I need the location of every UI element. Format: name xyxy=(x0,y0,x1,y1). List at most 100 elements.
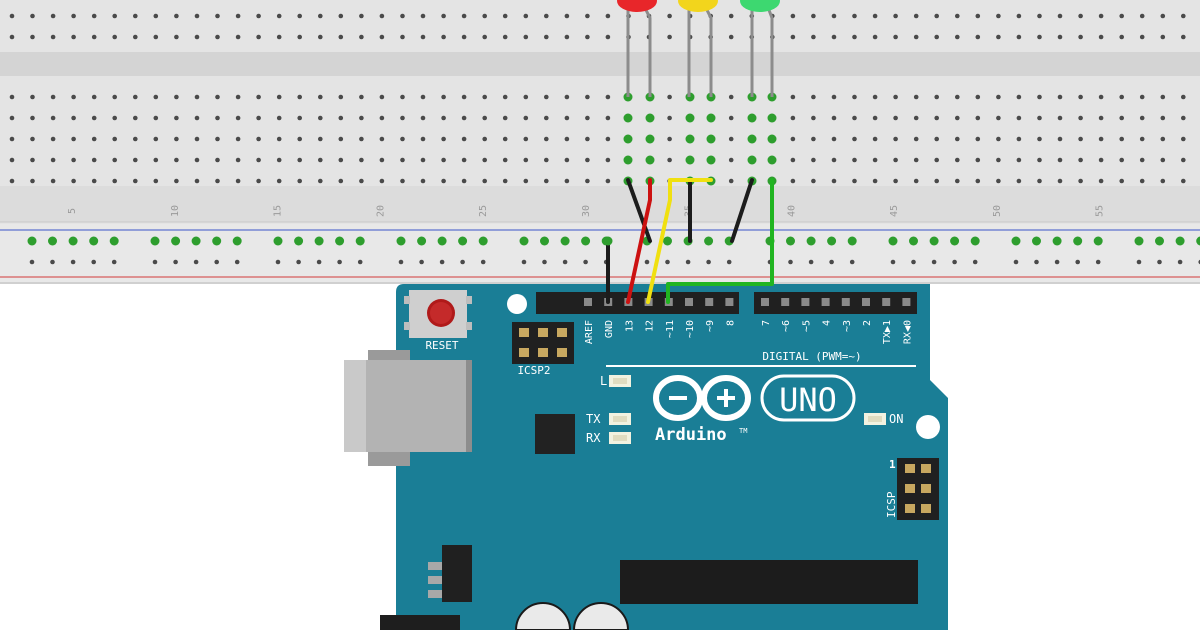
rail-hole-connected xyxy=(950,237,959,246)
breadboard-hole xyxy=(791,137,796,142)
rail-hole-connected xyxy=(479,237,488,246)
breadboard-hole xyxy=(318,179,323,184)
rail-hole xyxy=(194,260,199,265)
breadboard-hole xyxy=(1017,137,1022,142)
breadboard-hole xyxy=(30,35,35,40)
breadboard-hole xyxy=(832,35,837,40)
breadboard-hole xyxy=(256,179,261,184)
breadboard-hole xyxy=(400,35,405,40)
breadboard-hole xyxy=(482,95,487,100)
column-number-label: 25 xyxy=(478,205,489,217)
rail-hole xyxy=(829,260,834,265)
breadboard-hole xyxy=(1181,35,1186,40)
breadboard-hole xyxy=(71,158,76,163)
breadboard-hole xyxy=(133,179,138,184)
breadboard-hole xyxy=(112,158,117,163)
uno-model-label: UNO xyxy=(779,381,837,419)
breadboard-hole xyxy=(297,158,302,163)
breadboard-hole xyxy=(1119,116,1124,121)
breadboard-hole xyxy=(914,158,919,163)
header-pin xyxy=(725,298,733,306)
breadboard-hole xyxy=(215,158,220,163)
breadboard-hole xyxy=(1140,179,1145,184)
breadboard-hole xyxy=(92,137,97,142)
rail-hole-connected xyxy=(540,237,549,246)
breadboard-hole xyxy=(400,179,405,184)
breadboard-hole xyxy=(996,158,1001,163)
hole-connected xyxy=(624,114,633,123)
breadboard-hole xyxy=(1161,14,1166,19)
breadboard-hole xyxy=(1037,116,1042,121)
breadboard-hole xyxy=(873,35,878,40)
breadboard-hole xyxy=(791,158,796,163)
reset-button[interactable] xyxy=(404,290,472,338)
breadboard-hole xyxy=(832,137,837,142)
breadboard-hole xyxy=(1119,14,1124,19)
breadboard-hole xyxy=(729,158,734,163)
breadboard-hole xyxy=(955,116,960,121)
breadboard-hole xyxy=(277,35,282,40)
breadboard-hole xyxy=(934,95,939,100)
hole-connected xyxy=(748,135,757,144)
header-pin xyxy=(822,298,830,306)
breadboard-hole xyxy=(1058,116,1063,121)
header-pin-label: 12 xyxy=(645,320,656,332)
breadboard-hole xyxy=(729,116,734,121)
breadboard-hole xyxy=(1161,158,1166,163)
breadboard-hole xyxy=(1017,35,1022,40)
breadboard-hole xyxy=(1099,35,1104,40)
breadboard-hole xyxy=(195,179,200,184)
breadboard-hole xyxy=(893,116,898,121)
header-pin xyxy=(705,298,713,306)
breadboard-hole xyxy=(92,95,97,100)
breadboard-hole xyxy=(482,116,487,121)
breadboard-hole xyxy=(852,116,857,121)
rail-hole xyxy=(173,260,178,265)
breadboard-hole xyxy=(1078,137,1083,142)
breadboard-hole xyxy=(1078,14,1083,19)
header-pin xyxy=(781,298,789,306)
power-jack xyxy=(380,615,460,630)
breadboard-hole xyxy=(1037,14,1042,19)
hole-connected xyxy=(646,135,655,144)
breadboard-hole xyxy=(565,137,570,142)
breadboard-hole xyxy=(318,116,323,121)
breadboard-hole xyxy=(1181,116,1186,121)
rail-hole-connected xyxy=(397,237,406,246)
icsp2-label: ICSP2 xyxy=(517,364,550,377)
breadboard-hole xyxy=(277,116,282,121)
breadboard-hole xyxy=(1017,158,1022,163)
hole-connected xyxy=(686,156,695,165)
breadboard-hole xyxy=(832,116,837,121)
breadboard-hole xyxy=(133,14,138,19)
breadboard-hole xyxy=(606,35,611,40)
hole-connected xyxy=(748,114,757,123)
rail-hole xyxy=(952,260,957,265)
breadboard-hole xyxy=(441,14,446,19)
breadboard-hole xyxy=(339,14,344,19)
breadboard-hole xyxy=(1099,137,1104,142)
rail-hole xyxy=(317,260,322,265)
rail-hole-connected xyxy=(561,237,570,246)
rail-hole xyxy=(583,260,588,265)
rail-hole-connected xyxy=(48,237,57,246)
breadboard-hole xyxy=(133,158,138,163)
breadboard-hole xyxy=(236,179,241,184)
hole-connected xyxy=(646,114,655,123)
breadboard-hole xyxy=(133,116,138,121)
breadboard-hole xyxy=(71,35,76,40)
breadboard-hole xyxy=(606,14,611,19)
breadboard-hole xyxy=(462,95,467,100)
breadboard-hole xyxy=(380,179,385,184)
rail-hole-connected xyxy=(581,237,590,246)
breadboard-hole xyxy=(174,116,179,121)
breadboard-hole xyxy=(585,116,590,121)
breadboard-hole xyxy=(667,35,672,40)
hole-connected xyxy=(707,156,716,165)
header-pin xyxy=(882,298,890,306)
breadboard-hole xyxy=(1078,116,1083,121)
breadboard-hole xyxy=(339,179,344,184)
breadboard-hole xyxy=(1058,35,1063,40)
